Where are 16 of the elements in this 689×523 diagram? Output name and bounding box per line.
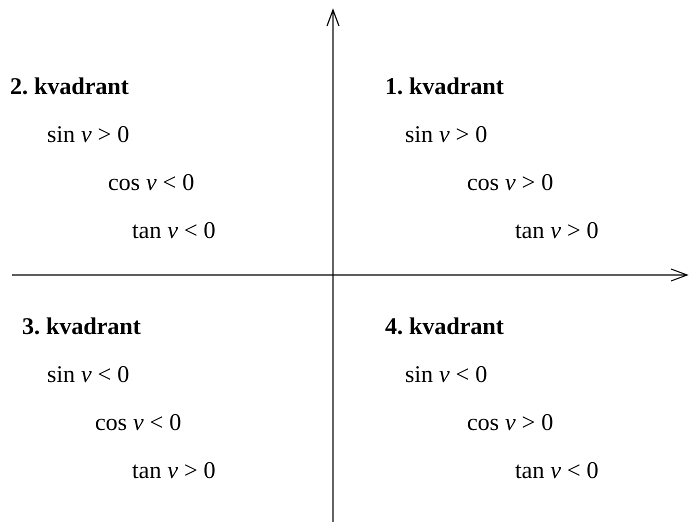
- sign-rule: sin v < 0: [47, 361, 130, 389]
- quadrant-heading: 3. kvadrant: [22, 313, 141, 341]
- sign-rule: sin v < 0: [405, 361, 488, 389]
- quadrant-heading: 4. kvadrant: [385, 313, 504, 341]
- sign-rule: cos v < 0: [95, 409, 182, 437]
- quadrant-heading: 2. kvadrant: [10, 73, 129, 101]
- sign-rule: tan v > 0: [515, 217, 599, 245]
- sign-rule: cos v > 0: [467, 169, 554, 197]
- sign-rule: tan v > 0: [132, 457, 216, 485]
- sign-rule: cos v > 0: [467, 409, 554, 437]
- sign-rule: cos v < 0: [108, 169, 194, 197]
- sign-rule: tan v < 0: [515, 457, 599, 485]
- quadrant-heading: 1. kvadrant: [385, 73, 504, 101]
- sign-rule: tan v < 0: [132, 217, 216, 245]
- sign-rule: sin v > 0: [47, 121, 130, 149]
- sign-rule: sin v > 0: [405, 121, 488, 149]
